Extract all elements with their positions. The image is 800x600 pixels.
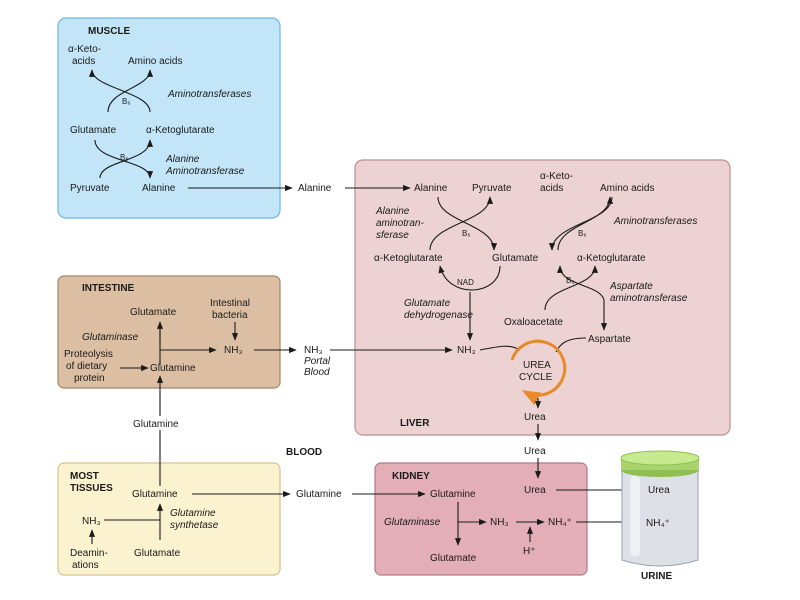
muscle-alanine-aminotransferase-2: Aminotransferase bbox=[165, 166, 245, 177]
muscle-pyruvate: Pyruvate bbox=[70, 183, 110, 194]
intestine-bacteria-1: Intestinal bbox=[210, 298, 250, 309]
urine-label: URINE bbox=[641, 571, 672, 582]
kidney-title: KIDNEY bbox=[392, 471, 430, 482]
liver-glutamate: Glutamate bbox=[492, 253, 539, 264]
tissues-glutamine: Glutamine bbox=[132, 489, 178, 500]
muscle-alpha-ketoglutarate: α-Ketoglutarate bbox=[146, 125, 215, 136]
intestine-bacteria-2: bacteria bbox=[212, 310, 248, 321]
liver-urea-cycle-2: CYCLE bbox=[519, 372, 553, 383]
blood-alanine: Alanine bbox=[298, 183, 332, 194]
muscle-amino-acids: Amino acids bbox=[128, 56, 182, 67]
liver-aspartate-transamination-arc-b bbox=[544, 265, 599, 311]
tissues-glutamine-synthetase-1: Glutamine bbox=[170, 508, 216, 519]
intestine-proteolysis-1: Proteolysis bbox=[64, 349, 113, 360]
kidney-nh4: NH₄⁺ bbox=[548, 517, 572, 528]
tissues-box bbox=[57, 462, 281, 576]
blood-nh3: NH₃ bbox=[304, 345, 323, 356]
liver-alpha-ketoglutarate-right: α-Ketoglutarate bbox=[577, 253, 646, 264]
kidney-h-plus: H⁺ bbox=[523, 546, 536, 557]
muscle-alpha-keto-acids-2: acids bbox=[72, 56, 95, 67]
intestine-glutamate: Glutamate bbox=[130, 307, 177, 318]
intestine-proteolysis-3: protein bbox=[74, 373, 105, 384]
muscle-transamination-2-arc-b bbox=[99, 139, 154, 179]
tissues-deaminations-2: ations bbox=[72, 560, 99, 571]
liver-b6-2: B₆ bbox=[578, 229, 587, 238]
liver-aspartate: Aspartate bbox=[588, 334, 631, 345]
kidney-glutamine: Glutamine bbox=[430, 489, 476, 500]
muscle-box bbox=[57, 17, 281, 219]
liver-aminotransferases: Aminotransferases bbox=[613, 216, 697, 227]
liver-nad: NAD bbox=[457, 278, 474, 287]
muscle-b6-1: B₆ bbox=[122, 97, 131, 106]
urine-jar-body bbox=[621, 469, 699, 567]
liver-title: LIVER bbox=[400, 418, 430, 429]
kidney-glutamate: Glutamate bbox=[430, 553, 477, 564]
liver-aspartate-aminotransferase-2: aminotransferase bbox=[610, 293, 688, 304]
muscle-aminotransferases: Aminotransferases bbox=[167, 89, 251, 100]
urine-urea: Urea bbox=[648, 485, 670, 496]
urea-cycle-ring bbox=[510, 339, 567, 406]
liver-alpha-keto-acids-2: acids bbox=[540, 183, 563, 194]
liver-amino-transamination-arc-b bbox=[548, 196, 613, 251]
muscle-title: MUSCLE bbox=[88, 26, 131, 37]
blood-glutamine: Glutamine bbox=[296, 489, 342, 500]
muscle-b6-2: B₆ bbox=[120, 153, 129, 162]
urine-jar-lid-top bbox=[620, 450, 700, 466]
blood-glutamine-bg bbox=[130, 416, 192, 430]
liver-glutamate-dehydrogenase-arc bbox=[438, 265, 501, 291]
blood-glutamine-up: Glutamine bbox=[133, 419, 179, 430]
liver-alanine-transamination-arc-b bbox=[429, 196, 494, 251]
blood-urea: Urea bbox=[524, 446, 546, 457]
liver-b6-1: B₆ bbox=[462, 229, 471, 238]
tissues-glutamate: Glutamate bbox=[134, 548, 181, 559]
tissues-nh3: NH₃ bbox=[82, 516, 101, 527]
muscle-glutamate: Glutamate bbox=[70, 125, 117, 136]
tissues-glutamine-synthetase-2: synthetase bbox=[170, 520, 219, 531]
kidney-glutaminase: Glutaminase bbox=[384, 517, 441, 528]
liver-alanine: Alanine bbox=[414, 183, 448, 194]
muscle-transamination-1-arc-a bbox=[107, 69, 154, 113]
muscle-alanine: Alanine bbox=[142, 183, 176, 194]
tissues-title-1: MOST bbox=[70, 471, 99, 482]
liver-glutamate-dehydrogenase-2: dehydrogenase bbox=[404, 310, 473, 321]
muscle-alpha-keto-acids-1: α-Keto- bbox=[68, 44, 101, 55]
liver-alanine-aminotransferase-1: Alanine bbox=[375, 206, 410, 217]
liver-amino-acids: Amino acids bbox=[600, 183, 654, 194]
intestine-proteolysis-2: of dietary bbox=[66, 361, 107, 372]
liver-alpha-ketoglutarate-left: α-Ketoglutarate bbox=[374, 253, 443, 264]
liver-alpha-keto-acids-1: α-Keto- bbox=[540, 171, 573, 182]
intestine-box bbox=[57, 275, 281, 389]
muscle-transamination-1-arc-b bbox=[88, 69, 151, 113]
liver-nh3: NH₃ bbox=[457, 345, 476, 356]
intestine-title: INTESTINE bbox=[82, 283, 135, 294]
blood-portal-1: Portal bbox=[304, 356, 331, 367]
liver-alanine-aminotransferase-2: aminotran- bbox=[376, 218, 424, 229]
liver-glutamate-dehydrogenase-1: Glutamate bbox=[404, 298, 451, 309]
liver-b6-3: B₆ bbox=[566, 276, 575, 285]
liver-aspartate-aminotransferase-1: Aspartate bbox=[609, 281, 653, 292]
kidney-urea: Urea bbox=[524, 485, 546, 496]
intestine-nh3: NH₃ bbox=[224, 345, 243, 356]
liver-amino-transamination-arc-a bbox=[557, 196, 614, 251]
liver-urea-cycle-1: UREA bbox=[523, 360, 551, 371]
tissues-title-2: TISSUES bbox=[70, 483, 113, 494]
muscle-alanine-aminotransferase-1: Alanine bbox=[165, 154, 200, 165]
urine-nh4: NH₄⁺ bbox=[646, 518, 670, 529]
liver-urea: Urea bbox=[524, 412, 546, 423]
liver-oxaloacetate: Oxaloacetate bbox=[504, 317, 563, 328]
kidney-nh3: NH₃ bbox=[490, 517, 509, 528]
muscle-transamination-2-arc-a bbox=[94, 139, 154, 179]
tissues-deaminations-1: Deamin- bbox=[70, 548, 108, 559]
liver-pyruvate: Pyruvate bbox=[472, 183, 512, 194]
blood-portal-2: Blood bbox=[304, 367, 330, 378]
blood-label: BLOOD bbox=[286, 447, 322, 458]
liver-aspartate-transamination-arc-a bbox=[556, 265, 605, 301]
intestine-glutamine: Glutamine bbox=[150, 363, 196, 374]
urine-jar-highlight bbox=[630, 476, 640, 556]
intestine-glutaminase: Glutaminase bbox=[82, 332, 139, 343]
liver-alanine-aminotransferase-3: sferase bbox=[376, 230, 409, 241]
liver-alanine-transamination-arc-a bbox=[437, 196, 498, 251]
